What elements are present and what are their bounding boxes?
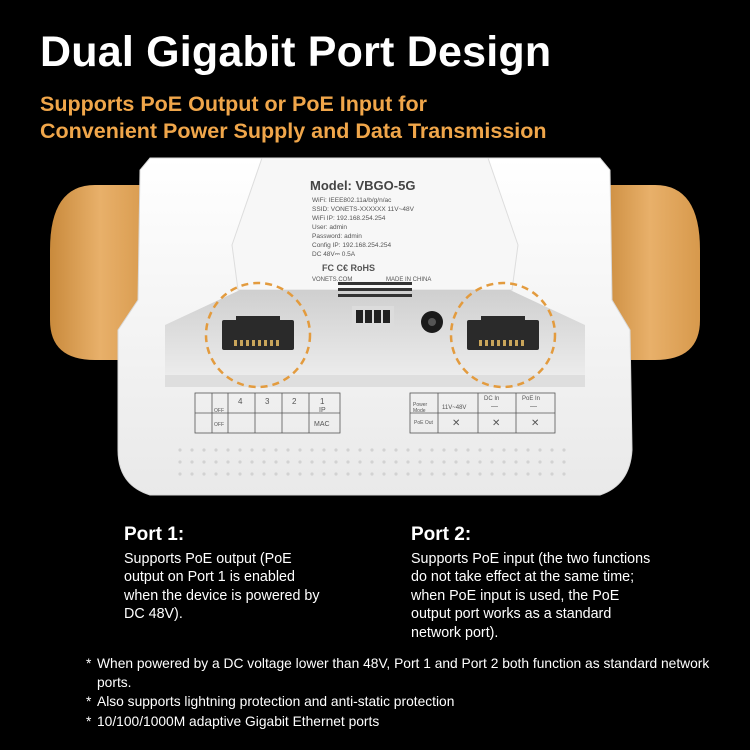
label-ssid: SSID: VONETS-XXXXXX 11V~48V <box>312 206 414 213</box>
vent-slots <box>338 282 412 297</box>
power-cross-2: ✕ <box>492 418 501 429</box>
subtitle-line-1: Supports PoE Output or PoE Input for <box>40 92 427 116</box>
footnote-text: 10/100/1000M adaptive Gigabit Ethernet p… <box>97 713 380 729</box>
power-voltage: 11V~48V <box>442 405 467 411</box>
label-dc: DC 48V⎓ 0.5A <box>312 251 356 258</box>
label-origin: MADE IN CHINA <box>386 277 432 283</box>
power-cross-3: ✕ <box>531 418 540 429</box>
power-dash-2: — <box>530 403 537 410</box>
label-certs: FC C€ RoHS <box>322 263 376 273</box>
dc-jack <box>421 311 443 333</box>
label-plate <box>231 157 519 291</box>
port-1-heading: Port 1: <box>124 524 185 545</box>
footnote: * 10/100/1000M adaptive Gigabit Ethernet… <box>86 713 726 732</box>
switch-header-3: 3 <box>265 397 270 406</box>
footnote-marker: * <box>86 713 92 729</box>
label-wifi: WiFi: IEEE802.11a/b/g/n/ac <box>312 197 392 204</box>
ethernet-port-1 <box>222 316 294 350</box>
port-recess <box>165 290 585 382</box>
footnote: * When powered by a DC voltage lower tha… <box>86 655 726 692</box>
footnotes: * When powered by a DC voltage lower tha… <box>86 655 726 731</box>
footnote-text: When powered by a DC voltage lower than … <box>97 656 710 690</box>
footnote-marker: * <box>86 694 92 710</box>
port-2-description: Supports PoE input (the two functions do… <box>411 551 651 641</box>
switch-ip: IP <box>319 407 326 414</box>
label-user: User: admin <box>312 224 348 231</box>
port-2-heading: Port 2: <box>411 524 472 545</box>
switch-mac: MAC <box>314 421 330 428</box>
switch-header-2: 2 <box>292 397 297 406</box>
label-password: Password: admin <box>312 233 362 240</box>
port-1-description: Supports PoE output (PoE output on Port … <box>124 551 320 623</box>
device-illustration: Model: VBGO-5G WiFi: IEEE802.11a/b/g/n/a… <box>0 150 750 520</box>
label-website: VONETS.COM <box>312 277 353 283</box>
vent-holes <box>178 448 566 476</box>
power-dash-1: — <box>491 403 498 410</box>
right-orange-panel <box>600 185 700 360</box>
device-drawing <box>50 157 700 496</box>
port-1-highlight <box>204 281 312 389</box>
power-col-poein: PoE In <box>522 396 541 402</box>
left-orange-panel <box>50 185 150 360</box>
ethernet-port-2 <box>467 316 539 350</box>
port-2-highlight <box>449 281 557 389</box>
power-row-poeout: PoE Out <box>414 420 433 426</box>
power-row-mode: Power Mode <box>413 402 428 414</box>
power-col-dcin: DC In <box>484 396 500 402</box>
page-title: Dual Gigabit Port Design <box>40 28 552 76</box>
footnote-marker: * <box>86 656 92 671</box>
page-subtitle: Supports PoE Output or PoE Input for Con… <box>40 91 547 145</box>
power-cross-1: ✕ <box>452 418 461 429</box>
label-model: Model: VBGO-5G <box>310 178 416 193</box>
subtitle-line-2: Convenient Power Supply and Data Transmi… <box>40 119 547 143</box>
label-config-ip: Config IP: 192.168.254.254 <box>312 242 392 249</box>
power-table <box>409 392 556 434</box>
footnote: * Also supports lightning protection and… <box>86 693 726 712</box>
footnote-text: Also supports lightning protection and a… <box>97 694 455 710</box>
label-wifi-ip: WiFi IP: 192.168.254.254 <box>312 215 386 222</box>
switch-header-1: 1 <box>320 397 325 406</box>
dip-switch <box>352 306 394 328</box>
switch-off-2: OFF <box>214 422 224 428</box>
switch-header-4: 4 <box>238 397 243 406</box>
switch-off-1: OFF <box>214 408 224 414</box>
switch-table <box>194 392 341 434</box>
